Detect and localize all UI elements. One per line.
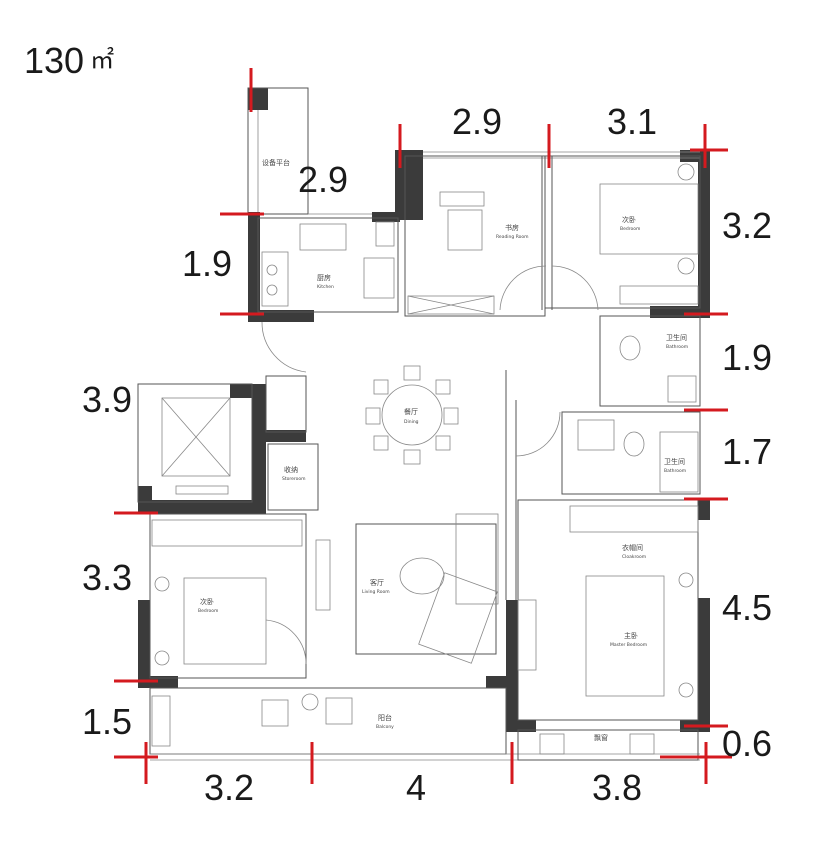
bath2-label: 卫生间 [664,457,685,466]
master-label: 主卧 [624,631,638,640]
living-label-en: Living Room [362,589,390,595]
dim-platform: 2.9 [298,159,349,200]
dim-left-elevator: 3.9 [82,379,133,420]
dim-top-b: 3.1 [607,101,658,142]
floor-area-unit: ㎡ [90,46,115,74]
bedroom-w-label-en: Bedroom [198,608,218,614]
kitchen-label-en: Kitchen [317,284,334,290]
dim-right-bedroom: 3.2 [722,205,773,246]
bay-window-label: 飘窗 [594,733,608,742]
dim-right-bath1: 1.9 [722,337,773,378]
dim-left-kitchen: 1.9 [182,243,233,284]
bedroom-w-label: 次卧 [200,597,214,606]
closet-label-en: Cloakroom [622,554,646,560]
study-label: 书房 [505,223,519,232]
dim-bottom-b: 4 [406,767,427,808]
platform-label: 设备平台 [262,158,290,167]
storage-label-en: Storeroom [282,476,306,482]
living-label: 客厅 [370,578,384,587]
floor-area-value: 130 [24,40,85,81]
dim-top-a: 2.9 [452,101,503,142]
dim-bottom-a: 3.2 [204,767,255,808]
outlines [137,87,701,761]
dim-right-bath2: 1.7 [722,431,773,472]
dim-right-master: 4.5 [722,587,773,628]
bath1-label-en: Bathroom [666,344,688,350]
bath1-label: 卫生间 [666,333,687,342]
bedroom-ne-label: 次卧 [622,215,636,224]
balcony-label-en: Balcony [376,724,394,730]
kitchen-label: 厨房 [317,273,331,282]
dim-left-balcony: 1.5 [82,701,133,742]
bath2-label-en: Bathroom [664,468,686,474]
master-label-en: Master Bedroom [610,642,647,648]
bedroom-ne-label-en: Bedroom [620,226,640,232]
dimension-markers [114,68,732,784]
balcony-label: 阳台 [378,713,392,722]
dining-label: 餐厅 [404,407,418,416]
closet-label: 衣帽间 [622,543,643,552]
dining-label-en: Dining [404,419,419,425]
storage-label: 收纳 [284,465,298,474]
walls [138,88,710,732]
dim-bottom-c: 3.8 [592,767,643,808]
room-labels: 设备平台 厨房 Kitchen 书房 Reading Room 次卧 Bedro… [198,158,688,742]
dim-right-bottom: 0.6 [722,723,773,764]
study-label-en: Reading Room [496,234,529,240]
dim-left-bedroom: 3.3 [82,557,133,598]
